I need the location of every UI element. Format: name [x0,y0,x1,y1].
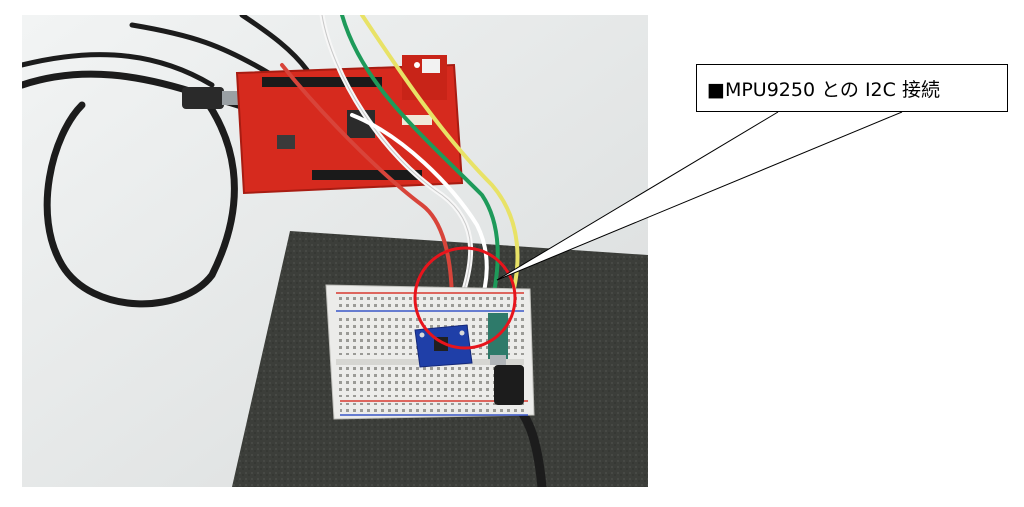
jumper-wires [280,15,520,307]
usb-plug [182,87,224,109]
highlight-circle [413,246,517,350]
callout-box: ■MPU9250 との I2C 接続 [696,64,1008,112]
callout-label: ■MPU9250 との I2C 接続 [707,78,940,101]
red-development-board [235,55,464,195]
photo [22,15,648,487]
mpu9250-sensor-module [414,324,473,368]
